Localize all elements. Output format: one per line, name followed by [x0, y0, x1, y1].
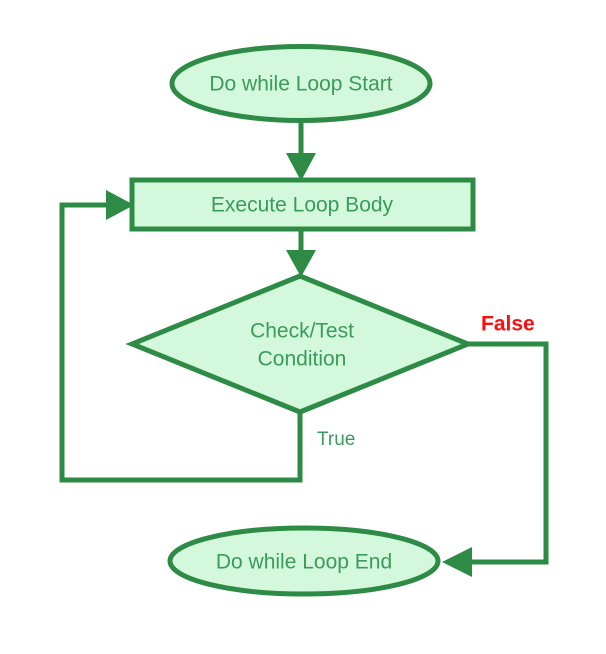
edge-body-to-condition-arrowhead — [286, 250, 316, 277]
node-body-label: Execute Loop Body — [211, 194, 394, 217]
node-condition-label-line2: Condition — [258, 348, 347, 371]
edge-condition-false-to-end — [442, 341, 549, 577]
node-body[interactable]: Execute Loop Body — [129, 177, 476, 232]
edge-start-to-body — [286, 122, 316, 181]
node-end[interactable]: Do while Loop End — [167, 525, 441, 597]
edge-condition-true-to-body — [59, 190, 303, 483]
edge-label-false: False — [481, 313, 535, 336]
node-end-label: Do while Loop End — [216, 551, 392, 574]
node-end-shape[interactable] — [167, 525, 441, 597]
node-condition-label-line1: Check/Test — [250, 320, 354, 343]
edge-start-to-body-arrowhead — [286, 153, 316, 181]
node-start-label: Do while Loop Start — [209, 73, 392, 96]
edge-label-true: True — [317, 429, 355, 450]
edge-condition-false-to-end-arrowhead — [442, 547, 472, 577]
node-body-shape[interactable] — [129, 177, 476, 232]
node-start[interactable]: Do while Loop Start — [169, 44, 433, 123]
node-condition[interactable]: Check/Test Condition — [125, 273, 475, 415]
node-condition-shape[interactable] — [125, 273, 475, 415]
edge-condition-true-to-body-arrowhead — [106, 190, 134, 220]
edge-body-to-condition — [286, 229, 316, 277]
edge-condition-false-to-end-line — [458, 341, 549, 565]
edge-condition-true-to-body-line — [59, 202, 303, 483]
node-start-shape[interactable] — [169, 44, 433, 123]
